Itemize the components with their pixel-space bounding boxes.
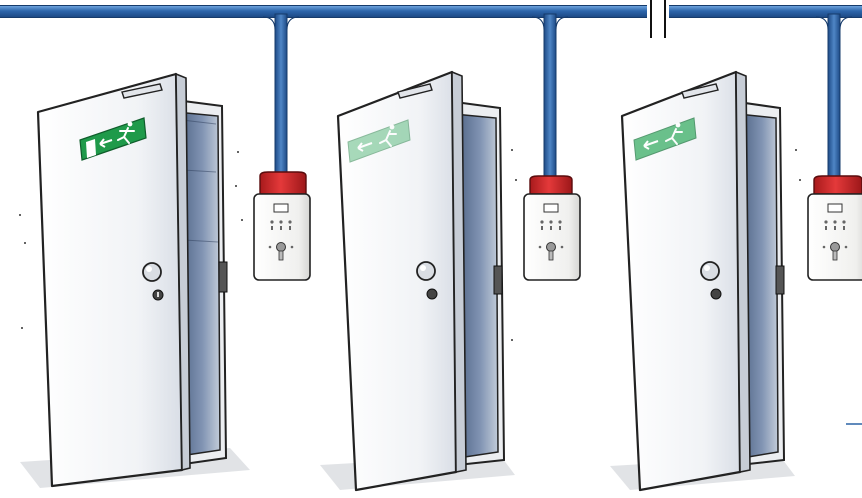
control-unit-cap [814,176,862,194]
indicator-lamp-icon [828,204,842,212]
lock-cylinder [427,289,437,299]
indicator-lamp-icon [274,204,288,212]
control-unit-2 [524,176,580,280]
exit-door-symbol [86,139,96,158]
control-unit-cap [260,172,306,194]
strike-plate [219,262,227,292]
control-unit-cap [530,176,572,194]
lock-cylinder [711,289,721,299]
control-unit-1 [254,172,310,280]
door-assembly-2 [320,72,517,490]
strike-plate [494,266,502,294]
door-knob [417,262,435,280]
riser-pipe-2 [532,14,568,180]
strike-plate [776,266,784,294]
door-knob [701,262,719,280]
control-unit-3 [808,176,862,280]
lock-cylinder [153,290,163,300]
indicator-lamp-icon [544,204,558,212]
door-assembly-3 [610,72,862,490]
door-knob [143,263,161,281]
door-assembly-1 [19,74,250,488]
riser-pipe-1 [263,14,299,176]
riser-pipe-3 [816,14,852,180]
bus-break-marker [647,0,669,38]
bus-pipe [0,6,862,18]
